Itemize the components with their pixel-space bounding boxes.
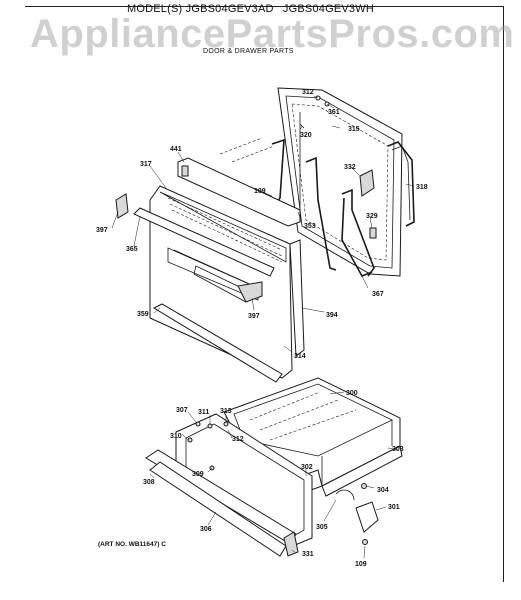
label-109: 109 [254,188,266,195]
diagram-frame [25,6,504,582]
roller-bracket-301 [355,501,379,533]
label-397: 397 [96,227,108,234]
label-315: 315 [348,126,360,133]
label-304: 304 [377,487,389,494]
label-303: 303 [392,446,404,453]
label-332: 332 [344,164,356,171]
label-365: 365 [126,246,138,253]
drawer-handle-306 [145,449,297,545]
part-labels: 312 361 320 315 441 317 109 332 318 353 … [96,89,428,568]
support-wire-367 [341,188,375,278]
label-359: 359 [137,311,149,318]
label-394: 394 [326,312,338,319]
label-317: 317 [140,161,152,168]
label-318: 318 [416,184,428,191]
watermark: AppliancePartsPros.com [30,12,515,56]
label-305: 305 [316,524,328,531]
label-314: 314 [294,353,306,360]
support-wire-mid [305,156,337,271]
model-b: JGBS04GEV3WH [282,3,374,15]
label-331: 331 [302,551,314,558]
label-312: 312 [302,89,314,96]
screw-109b [362,539,368,545]
roller-305 [335,489,355,501]
label-309: 309 [192,471,204,478]
label-310: 310 [170,433,182,440]
screw-310 [187,437,193,443]
label-307: 307 [176,407,188,414]
label-311: 311 [198,409,209,416]
screw-313 [223,421,229,427]
label-441: 441 [170,146,182,153]
label-301: 301 [388,504,400,511]
screw-304 [361,483,367,489]
label-320: 320 [300,132,312,139]
door-frame-441 [177,157,301,227]
bracket-331 [283,531,299,557]
screw-311 [207,423,213,429]
part-329 [369,227,377,239]
label-397-handle: 397 [248,313,260,320]
bottom-trim-359 [152,303,283,383]
label-302: 302 [301,464,313,471]
door-gasket-318 [387,141,415,227]
model-a: JGBS04GEV3AD [185,3,274,15]
label-312-drawer: 312 [232,436,244,443]
diagram-subtitle: DOOR & DRAWER PARTS [203,48,294,55]
hinge-332 [359,169,375,197]
label-109-drawer: 109 [355,561,367,568]
label-367: 367 [372,291,384,298]
label-300: 300 [346,390,358,397]
drawer-rail-303 [321,445,403,497]
handle-bracket-397 [115,193,129,219]
leader-lines [111,95,415,559]
label-313: 313 [220,408,232,415]
model-header: MODEL(S) JGBS04GEV3AD JGBS04GEV3WH [127,3,374,15]
door-handle-365 [133,207,275,277]
art-number: (ART NO. WB11647) C [98,541,166,548]
label-329: 329 [366,213,378,220]
label-306: 306 [200,526,212,533]
label-308: 308 [143,479,155,486]
handle-cap-397 [237,281,263,303]
label-353: 353 [304,223,316,230]
door-trim-394 [289,239,305,357]
support-wire-left [271,138,285,207]
model-prefix: MODEL(S) [127,3,183,15]
label-361: 361 [328,109,340,116]
screw-307 [195,421,201,427]
